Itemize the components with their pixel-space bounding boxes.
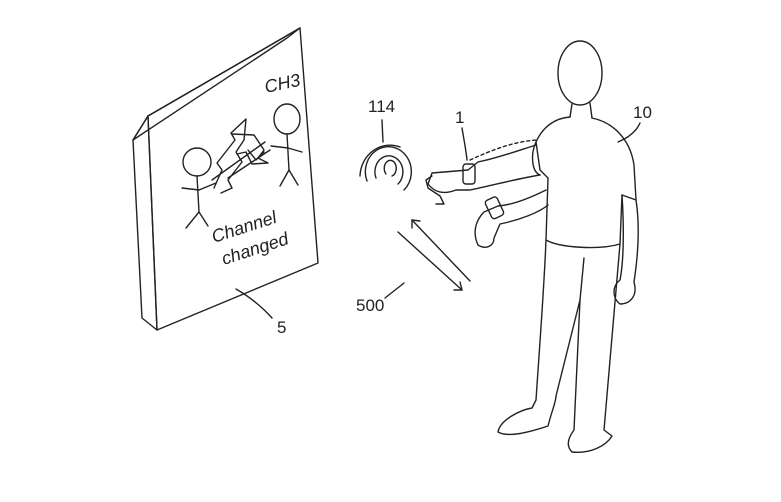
communication-leader-line (384, 282, 405, 299)
display-top-edge (132, 27, 301, 141)
ref-signal: 114 (368, 97, 395, 116)
user-head (557, 40, 603, 106)
ref-user: 10 (633, 103, 652, 122)
communication-arrows (397, 219, 471, 291)
user-torso (535, 116, 637, 249)
display-device (132, 27, 319, 331)
user-legs (497, 239, 621, 453)
wearable-leader-line (461, 127, 468, 161)
sword-clash-drawing (211, 118, 271, 194)
signal-waves-icon (359, 144, 413, 191)
stick-figure-left (181, 147, 217, 229)
user-leader-line (617, 122, 641, 143)
user-figure (425, 40, 639, 453)
wearable-device-wrist (484, 196, 505, 220)
channel-label: CH3 (263, 70, 302, 97)
ref-display-device: 5 (277, 318, 286, 337)
signal-leader-line (381, 119, 384, 143)
stick-figure-right (270, 103, 303, 187)
wearable-device-raised (462, 163, 476, 185)
ref-communication: 500 (356, 296, 384, 315)
display-side-face (132, 115, 158, 331)
ref-wearable-device: 1 (455, 108, 464, 127)
display-leader-line (235, 288, 273, 319)
